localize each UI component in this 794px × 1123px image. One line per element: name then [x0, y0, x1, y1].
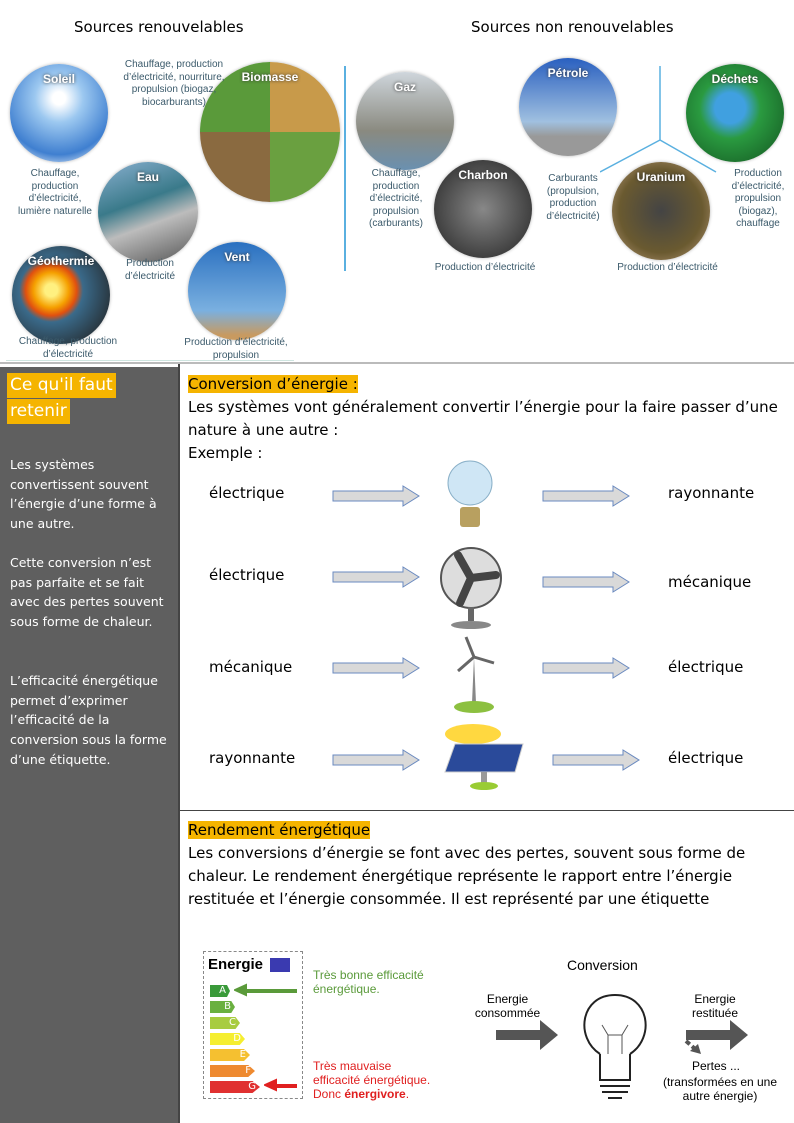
column-divider: [178, 364, 180, 1123]
energy-out-label: Energie restituée: [691, 992, 739, 1020]
eau-caption: Production d’électricité: [124, 258, 176, 282]
diagram-title: Conversion: [567, 957, 638, 973]
summary-paragraph: Les systèmes convertissent souvent l’éne…: [10, 457, 157, 532]
geothermie-caption: Chauffage, production d’électricité: [18, 336, 118, 360]
divider: [344, 66, 346, 271]
petrole-caption: Carburants (propulsion, production d’éle…: [546, 173, 600, 222]
energy-from: électrique: [209, 566, 285, 584]
conversion-text: Les systèmes vont généralement convertir…: [188, 398, 778, 439]
good-efficiency-text: Très bonne efficacité énergétique.: [313, 968, 424, 996]
energy-class-C: C: [210, 1017, 240, 1029]
conversion-section: Conversion d’énergie : Les systèmes vont…: [188, 373, 788, 465]
rendement-text: Les conversions d’énergie se font avec d…: [188, 844, 746, 908]
wind-turbine-icon: [454, 636, 495, 713]
summary-title: retenir: [7, 399, 70, 424]
section-divider: [180, 810, 794, 811]
eau-image: Eau: [98, 162, 198, 262]
fan-icon: [440, 547, 502, 629]
biomasse-image: Biomasse: [200, 62, 340, 202]
conversion-title: Conversion d’énergie :: [188, 375, 358, 393]
charbon-image: Charbon: [434, 160, 532, 258]
renewable-heading: Sources renouvelables: [74, 18, 244, 36]
rendement-title: Rendement énergétique: [188, 821, 371, 839]
good-efficiency-arrow-icon: [234, 983, 297, 997]
energy-class-B: B: [210, 1001, 235, 1013]
energy-to: mécanique: [668, 573, 752, 591]
lightbulb-icon: [447, 460, 493, 527]
nonrenewable-heading: Sources non renouvelables: [471, 18, 674, 36]
energy-to: électrique: [668, 658, 744, 676]
energy-to: électrique: [668, 749, 744, 767]
summary-title: Ce qu'il faut: [7, 373, 116, 398]
energy-from: électrique: [209, 484, 285, 502]
bad-efficiency-text: Très mauvaise efficacité énergétique.Don…: [313, 1059, 431, 1101]
vent-image: Vent: [188, 242, 286, 340]
energy-class-G: G: [210, 1081, 260, 1093]
gaz-image: Gaz: [356, 72, 454, 170]
energy-in-label: Energie consommée: [474, 992, 541, 1020]
losses-detail: (transformées en une autre énergie): [662, 1075, 778, 1103]
lightbulb-diagram-icon: [496, 993, 748, 1055]
energy-class-A: A: [210, 985, 230, 997]
soleil-image: Soleil: [10, 64, 108, 162]
energy-class-E: E: [210, 1049, 250, 1061]
energy-label-logo: Energie: [208, 956, 264, 973]
losses-label: Pertes ...: [692, 1059, 741, 1073]
summary-sidebar: Ce qu'il faut retenir Les systèmes conve…: [0, 367, 178, 1123]
summary-paragraph: Cette conversion n’est pas parfaite et s…: [10, 555, 164, 630]
energy-from: mécanique: [209, 658, 293, 676]
vent-caption: Production d’électricité, propulsion: [184, 337, 288, 361]
energy-class-D: D: [210, 1033, 245, 1045]
energy-class-F: F: [210, 1065, 255, 1077]
geothermie-image: Géothermie: [12, 246, 110, 344]
bad-efficiency-arrow-icon: [264, 1078, 297, 1092]
section-divider: [0, 362, 794, 364]
divider-lines: [600, 66, 717, 173]
dechets-image: Déchets: [686, 64, 784, 162]
example-label: Exemple :: [188, 444, 263, 462]
petrole-image: Pétrole: [519, 58, 617, 156]
rendement-section: Rendement énergétique Les conversions d’…: [188, 819, 788, 911]
summary-paragraph: L’efficacité énergétique permet d’exprim…: [10, 673, 167, 767]
soleil-caption: Chauffage, production d’électricité, lum…: [18, 168, 92, 217]
divider: [6, 360, 294, 361]
energy-from: rayonnante: [209, 749, 296, 767]
lightbulb-base-icon: [599, 1054, 631, 1099]
biomasse-caption: Chauffage, production d’électricité, nou…: [123, 59, 225, 108]
charbon-caption: Production d’électricité: [434, 262, 536, 273]
dechets-caption: Production d’électricité, propulsion (bi…: [731, 168, 785, 229]
uranium-caption: Production d’électricité: [617, 262, 718, 273]
energy-to: rayonnante: [668, 484, 755, 502]
eu-flag-icon: [270, 958, 290, 972]
solar-panel-icon: [444, 724, 524, 790]
uranium-image: Uranium: [612, 162, 710, 260]
gaz-caption: Chauffage, production d’électricité, pro…: [369, 168, 423, 229]
